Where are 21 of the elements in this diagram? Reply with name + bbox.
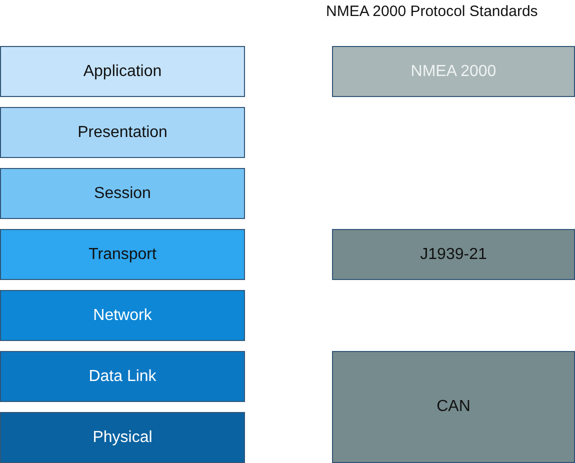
layer-label: Network [93,306,152,324]
layer-label: Data Link [88,368,156,386]
layer-box [0,290,245,341]
protocol-box [332,229,575,280]
protocol-box [332,46,575,97]
diagram-title: NMEA 2000 Protocol Standards [326,3,538,20]
layer-label: Transport [88,246,156,264]
layer-label: Presentation [78,124,168,142]
layer-label: Application [83,62,162,80]
layer-label: Physical [92,428,152,446]
layer-box [0,351,245,402]
layer-box [0,229,245,280]
layer-box [0,46,245,97]
layer-box [0,168,245,219]
protocol-box [332,351,575,463]
layer-label: NMEA 2000 [410,62,496,80]
layer-label: J1939-21 [420,246,487,264]
layer-box [0,107,245,158]
layer-box [0,412,245,463]
layer-label: CAN [436,398,470,416]
layer-label: Session [94,184,151,202]
